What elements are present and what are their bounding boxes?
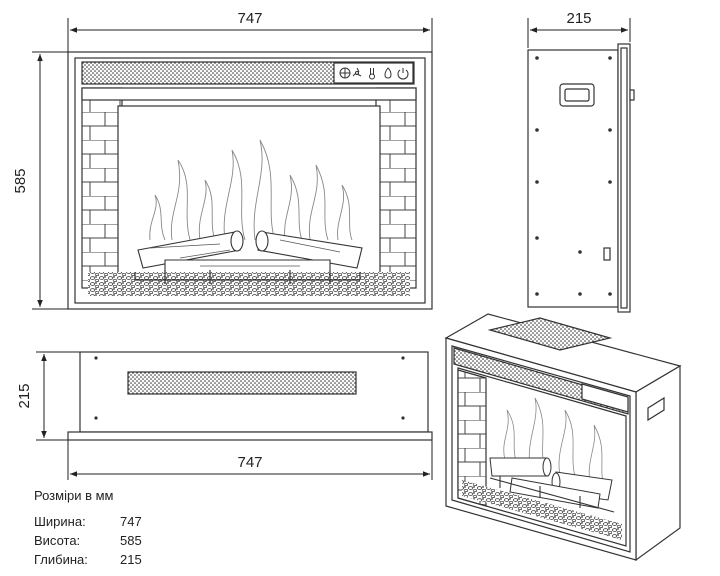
crosshair-icon[interactable]: [339, 67, 351, 79]
spec-label: Висота:: [34, 533, 81, 548]
side-depth-dimension: [527, 18, 631, 48]
front-height-label: 585: [12, 168, 29, 193]
spec-label: Глибина:: [34, 552, 88, 567]
flame-icon[interactable]: [384, 67, 392, 79]
spec-label: Ширина:: [34, 514, 86, 529]
spec-row-height: Висота: 585: [34, 531, 142, 550]
iso-flames: [503, 397, 605, 489]
control-panel: [339, 67, 409, 80]
top-depth-label: 215: [16, 383, 33, 408]
side-screws: [535, 56, 612, 296]
front-width-dimension: [67, 18, 433, 52]
iso-logs: [489, 457, 613, 509]
thermometer-icon[interactable]: [369, 68, 375, 80]
specs-title: Розміри в мм: [34, 488, 114, 503]
front-width-label: 747: [237, 10, 262, 27]
front-flames: [149, 139, 353, 241]
front-view: [67, 51, 433, 310]
fan-icon[interactable]: [352, 67, 362, 77]
spec-value: 747: [120, 514, 142, 529]
dimension-specs: Розміри в мм Ширина: 747 Висота: 585 Гли…: [34, 488, 142, 569]
spec-value: 215: [120, 552, 142, 567]
spec-row-depth: Глибина: 215: [34, 550, 142, 569]
top-width-dimension: [67, 440, 433, 480]
front-height-dimension: [32, 51, 68, 310]
power-icon[interactable]: [397, 68, 409, 80]
side-depth-label: 215: [566, 10, 591, 27]
top-view: [67, 351, 433, 441]
top-width-label: 747: [237, 454, 262, 471]
spec-value: 585: [120, 533, 142, 548]
isometric-view: [444, 313, 682, 562]
side-view: [527, 43, 635, 313]
spec-row-width: Ширина: 747: [34, 512, 142, 531]
top-depth-dimension: [36, 351, 80, 441]
